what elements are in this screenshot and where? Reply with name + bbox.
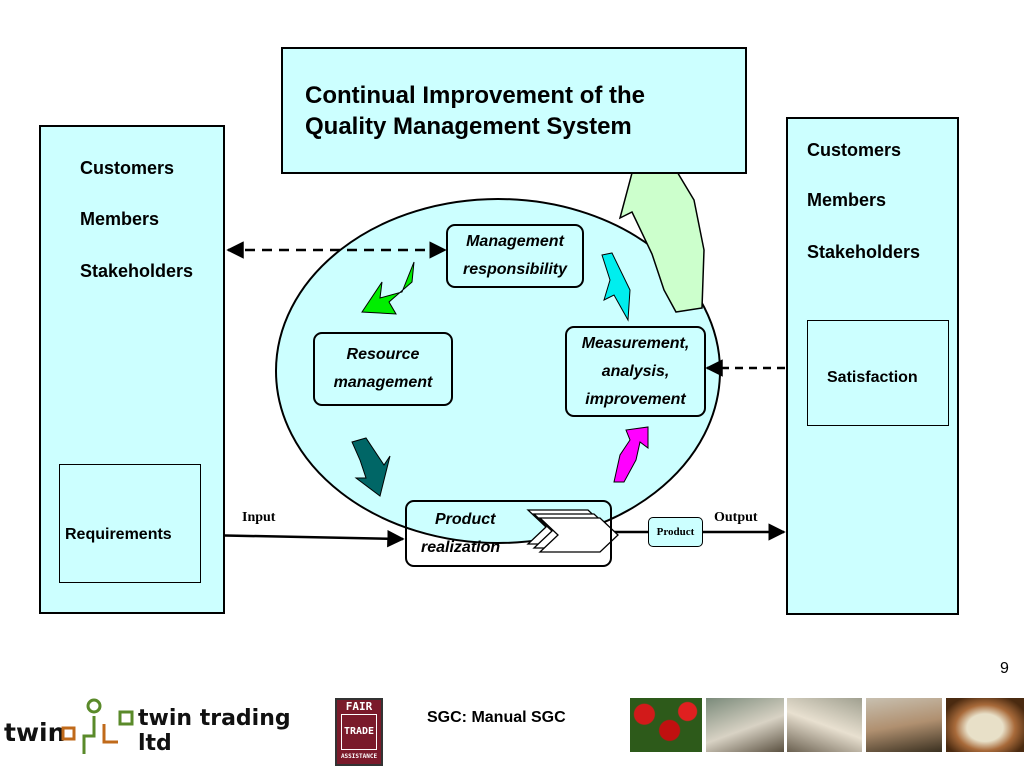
measurement-line-2: analysis,: [601, 362, 670, 380]
management-line-2: responsibility: [462, 261, 568, 278]
left-members: Members: [80, 209, 160, 229]
left-stakeholders: Stakeholders: [80, 261, 194, 281]
right-members: Members: [807, 190, 887, 210]
satisfaction-box: [807, 320, 949, 426]
resource-line-1: Resource: [346, 346, 420, 363]
teal-arrow: [351, 437, 391, 497]
left-customers: Customers: [80, 158, 175, 178]
management-responsibility-box: Management responsibility: [446, 224, 584, 288]
logo-company: twin trading ltd: [138, 706, 291, 756]
green-arrow: [361, 261, 415, 315]
management-line-1: Management: [466, 233, 564, 250]
cyan-arrow: [601, 252, 631, 322]
photo-meeting-1: [706, 698, 784, 752]
magenta-arrow: [613, 426, 649, 483]
fair-trade-badge: FAIR TRADE ASSISTANCE: [335, 698, 383, 766]
right-customers: Customers: [807, 140, 902, 160]
title-box: Continual Improvement of the Quality Man…: [281, 47, 747, 174]
right-stakeholders: Stakeholders: [807, 242, 921, 262]
photo-meeting-2: [787, 698, 862, 752]
product-realization-box: Product realization: [405, 500, 612, 567]
title-line-1: Continual Improvement of the: [305, 82, 646, 109]
output-label: Output: [714, 510, 758, 525]
satisfaction-label: Satisfaction: [827, 369, 918, 386]
realization-line-1: Product: [435, 510, 496, 528]
requirements-box: [59, 464, 201, 583]
requirements-label: Requirements: [65, 526, 172, 543]
input-arrow: [200, 529, 405, 548]
fair-trade-top: FAIR: [345, 700, 373, 713]
chevron-icon: [526, 509, 619, 553]
fair-trade-mid: TRADE: [341, 714, 377, 750]
photo-meeting-3: [866, 698, 942, 752]
resource-line-2: management: [333, 374, 433, 391]
photo-coffee-cherries: [630, 698, 702, 752]
measurement-line-3: improvement: [585, 390, 686, 408]
logo-word: twin: [4, 718, 66, 747]
twin-logo: twin twin trading ltd: [4, 690, 332, 760]
twin-logo-mark: [61, 698, 134, 754]
photo-hands-beans: [946, 698, 1024, 752]
fair-trade-bottom: ASSISTANCE: [340, 753, 378, 760]
input-label: Input: [242, 510, 276, 525]
resource-management-box: Resource management: [313, 332, 453, 406]
measurement-analysis-box: Measurement, analysis, improvement: [565, 326, 706, 417]
footer-caption: SGC: Manual SGC: [427, 709, 566, 726]
realization-line-2: realization: [421, 538, 501, 556]
title-line-2: Quality Management System: [305, 113, 632, 140]
page-number: 9: [1000, 660, 1009, 677]
product-box: Product: [648, 517, 703, 547]
measurement-line-1: Measurement,: [581, 334, 690, 352]
